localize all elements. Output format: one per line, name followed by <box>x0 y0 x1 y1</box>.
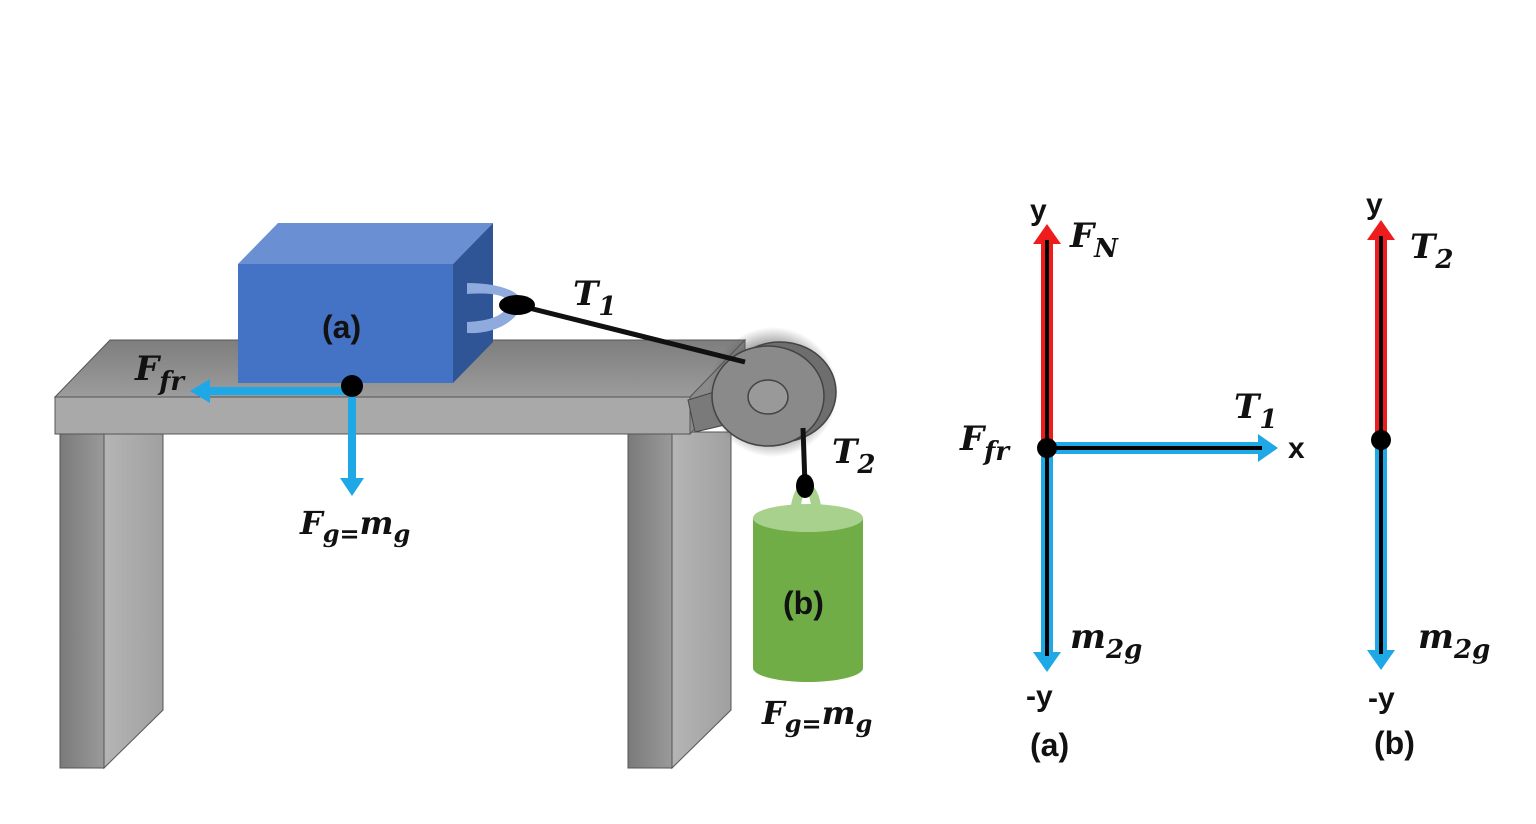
pulley-hub <box>747 379 789 415</box>
rope-knot-b <box>796 474 814 498</box>
block-a-side <box>453 223 493 383</box>
table-leg-left <box>59 431 105 769</box>
fbd-b-caption: (b) <box>1374 725 1415 761</box>
block-b-bottom <box>753 654 863 682</box>
fbd-b-neg-y-label: -y <box>1368 682 1395 715</box>
fbd-a-x-label: x <box>1288 432 1305 465</box>
rope-knot-a <box>499 295 535 315</box>
block-b-body <box>753 518 863 668</box>
fbd-b-tension-label: T2 <box>1410 227 1453 275</box>
fbd-b-weight-label: m2g <box>1418 617 1490 665</box>
fbd-b-y-label: y <box>1366 188 1383 221</box>
fbd-a-tension-arrowhead <box>1258 434 1278 462</box>
table <box>53 338 747 770</box>
fbd-a-friction-label: Ffr <box>959 419 1011 467</box>
block-b <box>753 482 863 682</box>
fbd-a-normal-arrowhead <box>1033 224 1061 244</box>
table-leg-right <box>627 431 673 769</box>
weight-b-label: Fg=mg <box>761 694 872 738</box>
pulley <box>687 327 838 457</box>
rope-t1 <box>516 302 746 365</box>
fbd-a <box>1033 224 1278 672</box>
fbd-a-weight-arrowhead <box>1033 652 1061 672</box>
fbd-a-weight-label: m2g <box>1070 617 1142 665</box>
block-a-center-dot <box>341 375 363 397</box>
fbd-a-tension-label: T1 <box>1234 387 1277 435</box>
table-leg-left-side <box>103 431 164 770</box>
fbd-a-neg-y-label: -y <box>1026 680 1053 713</box>
tension2-label: T2 <box>832 432 875 480</box>
block-a-handle <box>467 283 523 334</box>
friction-label: Ffr <box>134 349 186 397</box>
tension1-label: T1 <box>573 274 616 322</box>
block-a-label: (a) <box>322 309 361 345</box>
block-a-top <box>238 223 493 264</box>
fbd-b <box>1367 220 1395 670</box>
block-b-top <box>753 504 863 532</box>
fbd-b-tension-arrowhead <box>1367 220 1395 240</box>
fbd-a-y-label: y <box>1030 194 1047 227</box>
force-friction-arrow <box>190 379 352 403</box>
block-a <box>238 223 523 383</box>
fbd-b-center-dot <box>1371 430 1391 450</box>
block-b-label: (b) <box>783 585 824 621</box>
fbd-b-weight-arrowhead <box>1367 650 1395 670</box>
table-front-edge <box>54 396 691 435</box>
block-a-front <box>238 264 453 383</box>
fbd-a-caption: (a) <box>1030 727 1069 763</box>
force-weight-arrow <box>340 386 364 496</box>
fbd-a-normal-label: FN <box>1069 216 1119 264</box>
table-leg-right-side <box>671 431 732 770</box>
fbd-a-center-dot <box>1037 438 1057 458</box>
weight-a-label: Fg=mg <box>299 504 410 548</box>
